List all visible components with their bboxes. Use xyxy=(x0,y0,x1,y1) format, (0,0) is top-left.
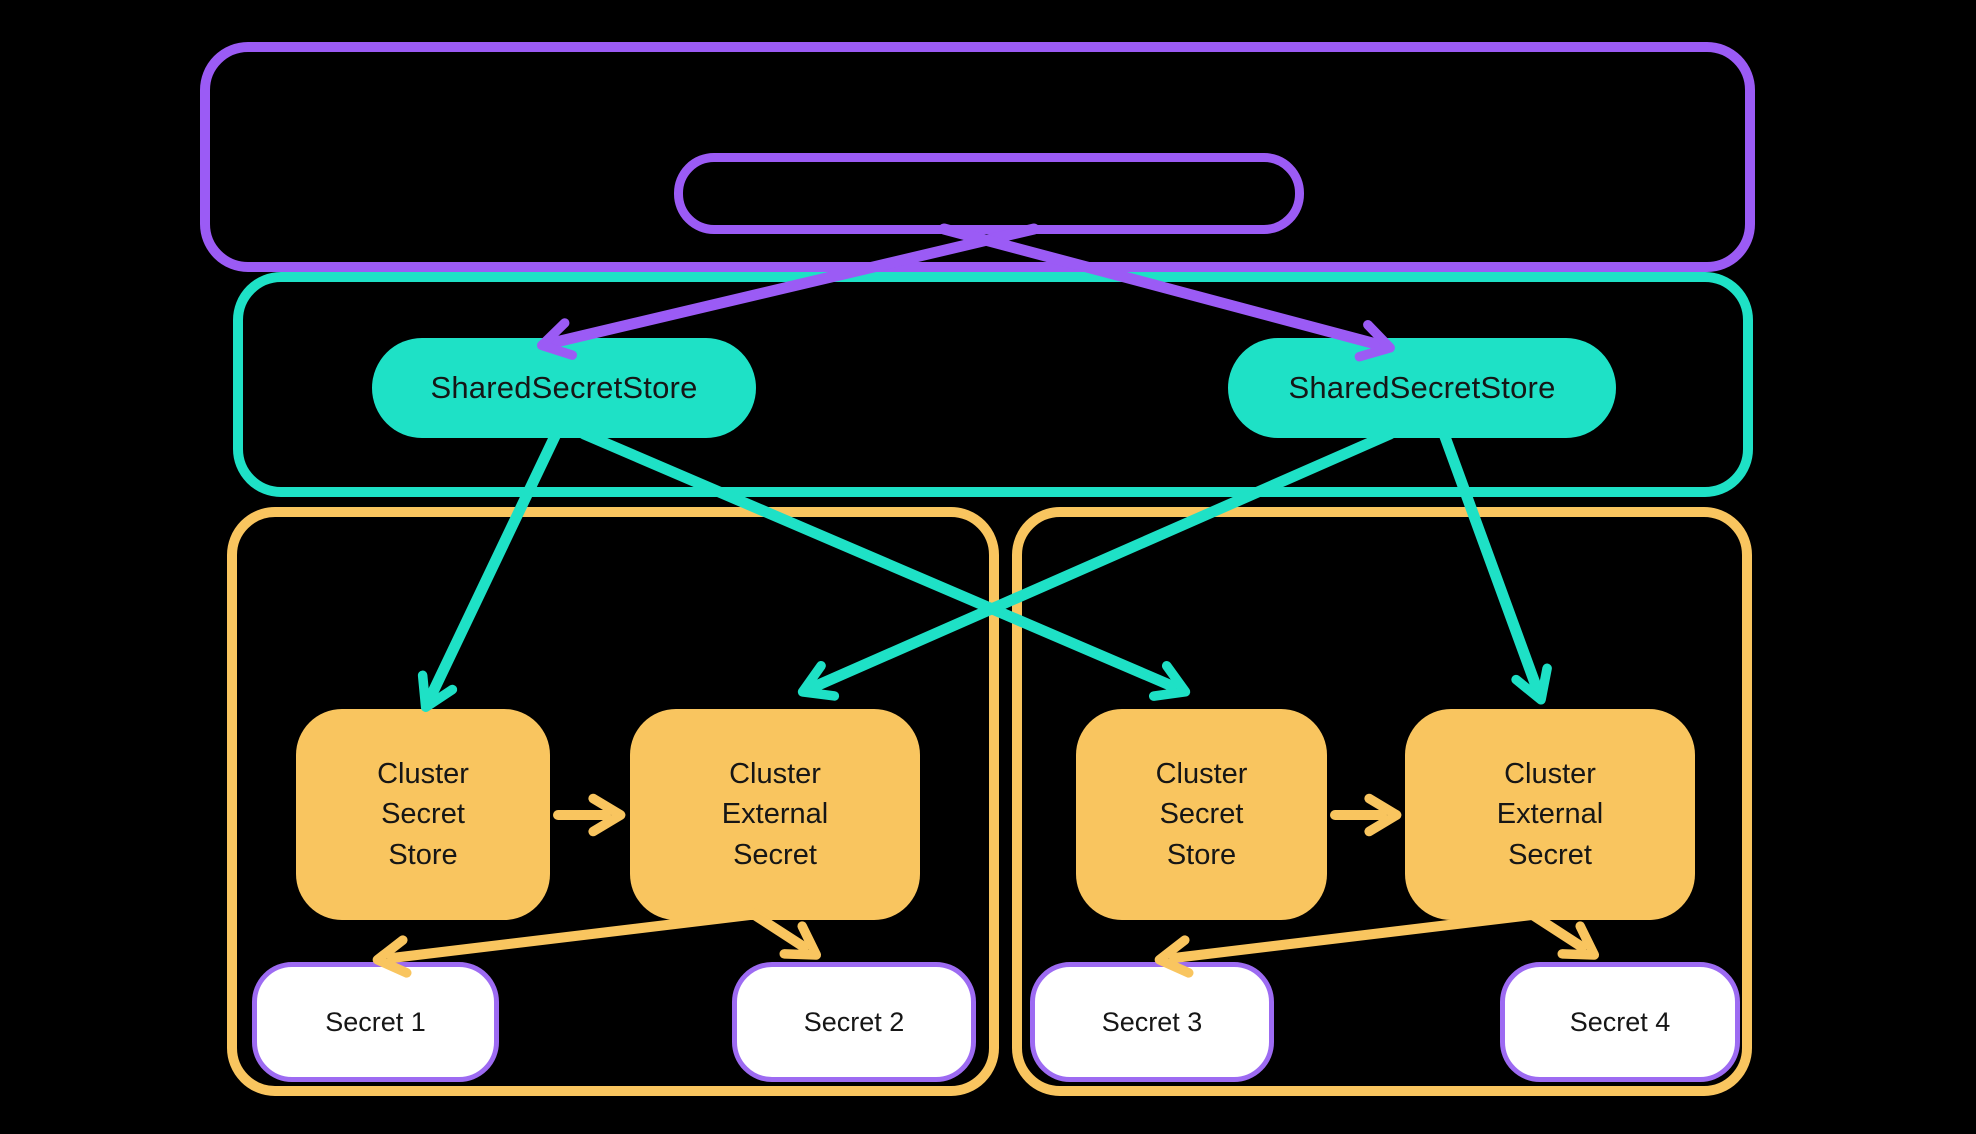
node-label-line: Secret xyxy=(1159,798,1244,831)
secret-1-label: Secret 1 xyxy=(325,1006,426,1037)
node-label-line: Cluster xyxy=(1504,758,1596,791)
shared-secret-store-right: SharedSecretStore xyxy=(1228,338,1616,438)
secret-2-pill: Secret 2 xyxy=(732,962,976,1082)
node-label-line: Secret xyxy=(381,798,465,831)
node-label-line: External xyxy=(721,798,829,831)
secret-4-label: Secret 4 xyxy=(1569,1006,1671,1037)
secret-4-pill: Secret 4 xyxy=(1500,962,1740,1082)
secret-2-label: Secret 2 xyxy=(803,1006,905,1037)
node-label-line: Secret xyxy=(733,838,817,871)
secret-3-pill: Secret 3 xyxy=(1030,962,1274,1082)
cluster-secret-store-right: Cluster Secret Store xyxy=(1076,709,1327,920)
node-label-line: Store xyxy=(1166,838,1237,871)
cluster-external-secret-left: Cluster External Secret xyxy=(630,709,920,920)
node-label-line: External xyxy=(1496,798,1604,831)
secret-1-pill: Secret 1 xyxy=(252,962,499,1082)
cluster-secret-store-left: Cluster Secret Store xyxy=(296,709,550,920)
shared-secret-store-right-label: SharedSecretStore xyxy=(1288,370,1556,405)
secret-3-label: Secret 3 xyxy=(1101,1006,1203,1037)
top-inner-pill xyxy=(674,153,1304,234)
node-label-line: Store xyxy=(388,838,458,871)
cluster-external-secret-right: Cluster External Secret xyxy=(1405,709,1695,920)
node-label-line: Secret xyxy=(1508,838,1592,871)
shared-secret-store-left: SharedSecretStore xyxy=(372,338,756,438)
node-label-line: Cluster xyxy=(729,758,821,791)
node-label-line: Cluster xyxy=(1155,758,1248,791)
node-label-line: Cluster xyxy=(377,758,469,791)
shared-secret-store-left-label: SharedSecretStore xyxy=(430,370,698,405)
